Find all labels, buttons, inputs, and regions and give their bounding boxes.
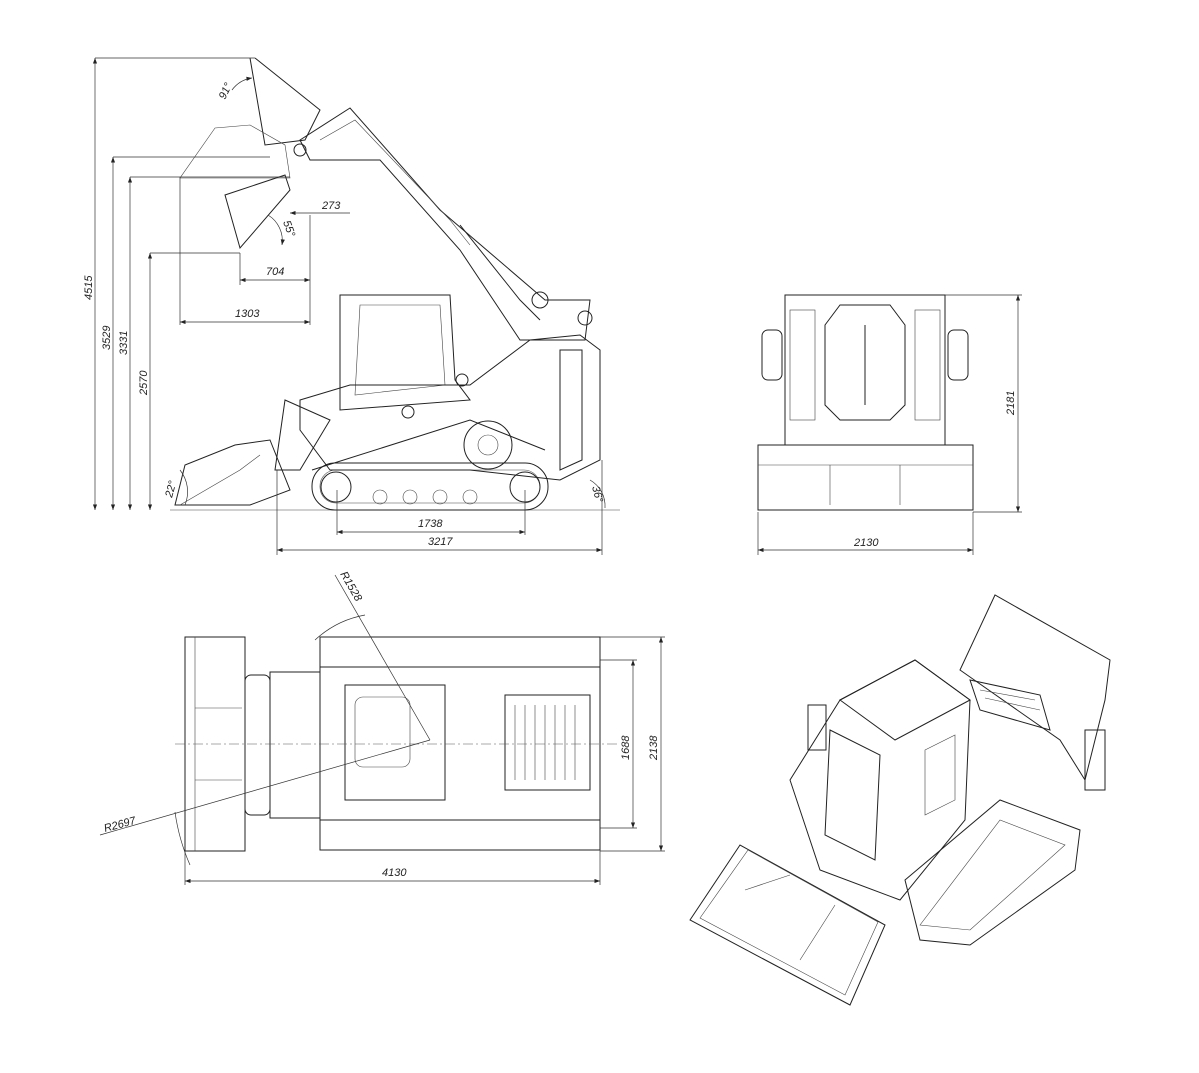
dim-radius-front: R2697 [103, 815, 138, 835]
top-view: R1528 R2697 1688 2138 4130 [99, 570, 665, 885]
reach-dimensions: 273 704 1303 91° 55° 22° 36° [163, 76, 606, 509]
side-view: 4515 3529 3331 2570 273 704 1303 91° 55°… [83, 57, 620, 555]
isometric-view [689, 594, 1111, 1006]
dim-reach-low: 1303 [235, 308, 260, 320]
dim-overall-width: 2138 [648, 735, 660, 761]
radiator-grille [514, 705, 576, 780]
length-dimensions: 1738 3217 [276, 460, 603, 555]
machine-body [274, 294, 601, 481]
dim-dump-height-min: 2570 [138, 370, 150, 396]
dim-total-height: 4515 [83, 275, 95, 300]
dim-track-width: 1688 [620, 735, 632, 760]
front-dimensions: 2181 2130 [757, 294, 1022, 555]
dim-overall-length: 3217 [428, 536, 453, 548]
dim-track-length: 1738 [418, 518, 443, 530]
angle-rollback-top: 91° [217, 81, 235, 102]
track [311, 419, 549, 511]
angle-departure: 36° [589, 485, 605, 505]
dim-top-length: 4130 [382, 867, 407, 879]
dim-reach-mid: 704 [266, 266, 284, 278]
angle-dump: 55° [280, 219, 297, 239]
front-view: 2181 2130 [757, 294, 1022, 555]
lift-arm-raised [293, 107, 593, 341]
height-dimensions: 4515 3529 3331 2570 [83, 57, 290, 510]
dim-front-width: 2130 [853, 537, 879, 549]
dim-reach-top: 273 [321, 200, 341, 212]
bucket-positions [174, 57, 321, 506]
angle-rollback-ground: 22° [163, 479, 179, 500]
dim-dump-height: 3331 [118, 331, 130, 355]
dim-pin-height: 3529 [101, 326, 113, 350]
dim-front-height: 2181 [1005, 391, 1017, 416]
